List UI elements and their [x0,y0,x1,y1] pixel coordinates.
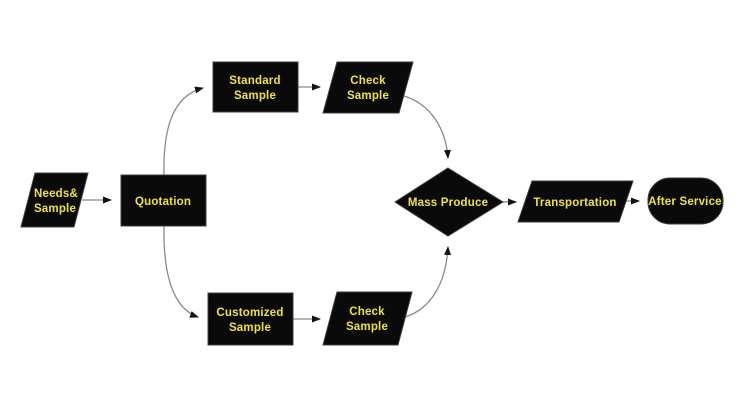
edge-quotation-to-customized-sample [163,225,199,318]
node-standard-sample: Standard Sample [212,61,299,113]
standard-sample-label-line1: Standard [229,75,280,87]
transportation-label: Transportation [533,197,616,209]
edge-check-sample-bottom-to-mass-produce [404,246,452,318]
after-service-label: After Service [648,196,722,208]
customized-sample-rectangle [207,292,294,346]
standard-sample-label-line2: Sample [234,90,276,102]
needs-sample-label-line1: Needs& [34,188,78,200]
node-mass-produce: Mass Produce [394,167,504,237]
quotation-label: Quotation [135,196,191,208]
mass-produce-diamond [394,167,504,237]
standard-sample-rectangle [212,61,299,113]
check-sample-bottom-label-line1: Check [349,306,385,318]
needs-sample-parallelogram [20,172,89,228]
node-customized-sample: Customized Sample [207,292,294,346]
check-sample-top-label-line2: Sample [347,90,389,102]
customized-sample-label-line2: Sample [229,322,271,334]
node-quotation: Quotation [120,174,207,227]
node-check-sample-top: Check Sample [322,61,414,114]
check-sample-top-label-line1: Check [350,75,386,87]
node-check-sample-bottom: Check Sample [322,291,413,346]
after-service-stadium [647,177,724,225]
needs-sample-label-line2: Sample [34,203,76,215]
transportation-parallelogram [517,180,634,223]
node-needs-sample: Needs& Sample [20,172,89,228]
quotation-rectangle [120,174,207,227]
node-after-service: After Service [647,177,724,225]
check-sample-bottom-label-line2: Sample [346,321,388,333]
mass-produce-label: Mass Produce [408,197,488,209]
nodes: Needs& Sample Quotation Standard Sample … [20,61,724,346]
check-sample-top-parallelogram [322,61,414,114]
edge-quotation-to-standard-sample [163,86,204,176]
edges [82,83,640,323]
node-transportation: Transportation [517,180,634,223]
customized-sample-label-line1: Customized [216,307,283,319]
check-sample-bottom-parallelogram [322,291,413,346]
edge-check-sample-top-to-mass-produce [403,95,451,159]
